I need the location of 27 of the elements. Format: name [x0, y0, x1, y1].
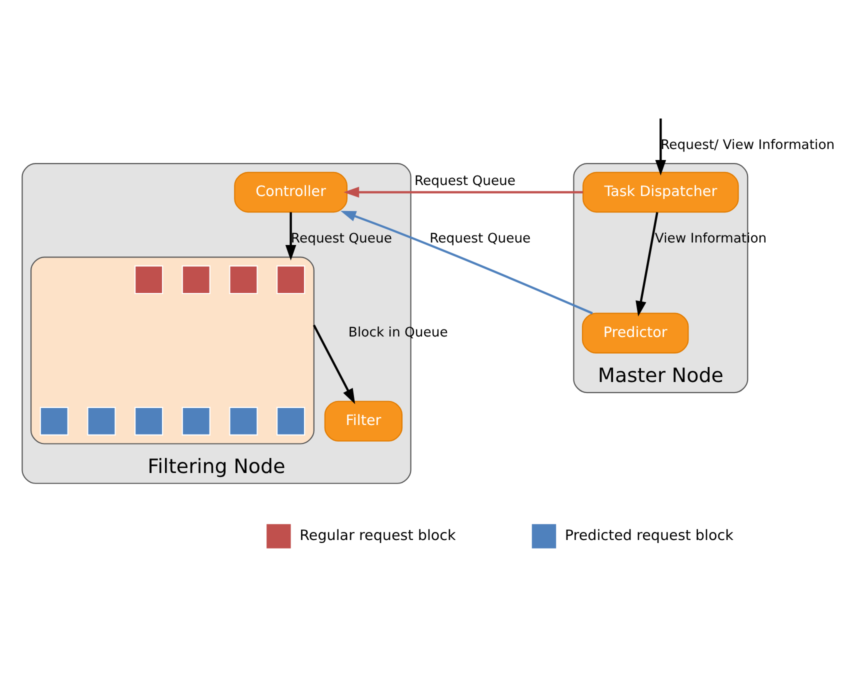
node-box [228, 264, 258, 294]
node-box [86, 406, 116, 435]
node-box [276, 406, 305, 435]
arrow [340, 210, 592, 314]
node-box [181, 264, 210, 294]
node-box [228, 406, 258, 435]
node-box [181, 406, 210, 435]
legend-label: Regular request block [299, 527, 456, 544]
legend-label: Predicted request block [564, 527, 733, 544]
arrow [635, 212, 658, 316]
arrow [654, 118, 666, 175]
node-box: Filter [324, 400, 402, 442]
node-box [276, 264, 305, 294]
node-box: Task Dispatcher [582, 171, 738, 212]
node-box [134, 406, 163, 435]
edge-label: Request Queue [414, 174, 516, 189]
arrow [343, 186, 582, 198]
node-box: Predictor [581, 312, 688, 353]
node-box [39, 406, 68, 435]
node-box: Controller [234, 171, 347, 212]
edge-label: Request Queue [429, 230, 530, 246]
edge-label: Request Queue [290, 230, 392, 246]
arrow [284, 212, 296, 260]
node-box [134, 264, 163, 294]
edge-label: Request/ View Information [660, 137, 834, 152]
arrow [312, 324, 355, 404]
cluster [30, 256, 314, 444]
